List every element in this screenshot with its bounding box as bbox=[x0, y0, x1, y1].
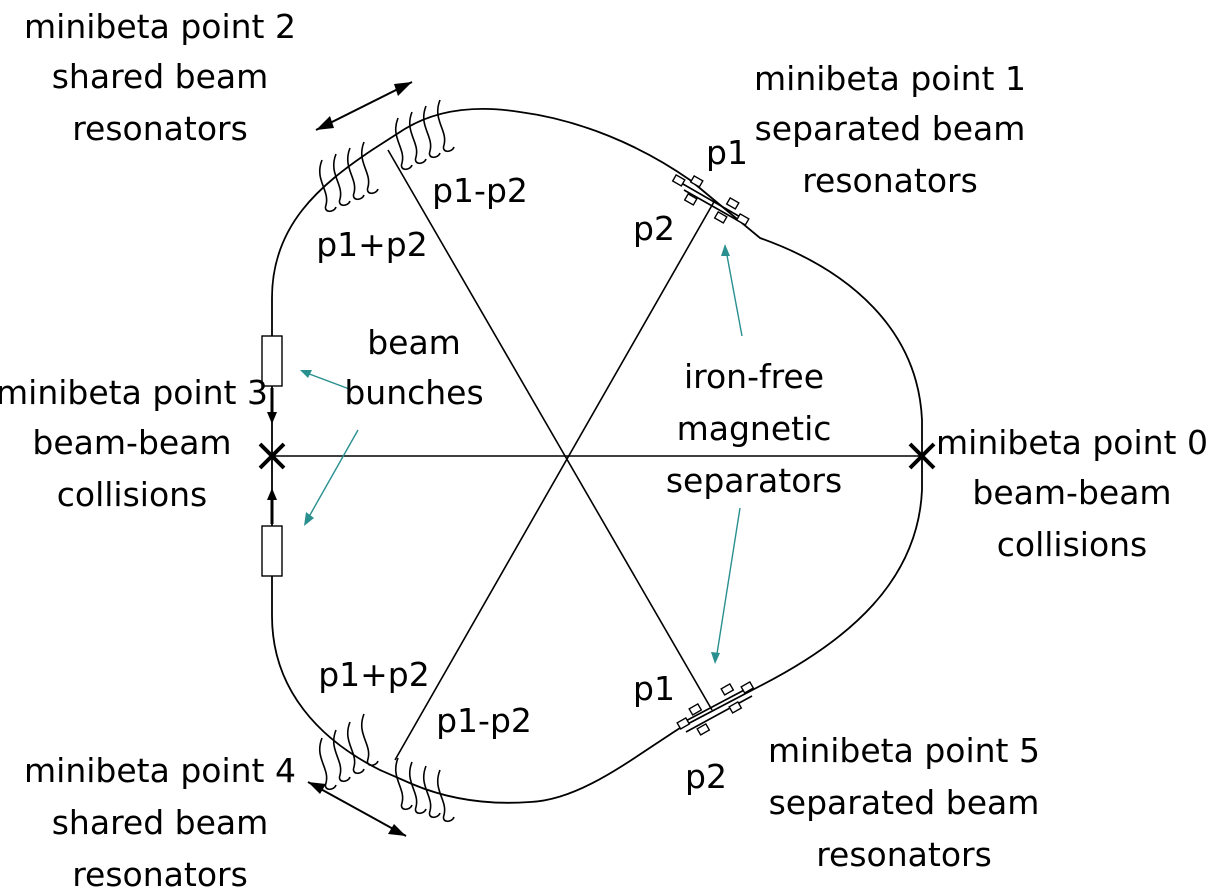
sep-line-2: magnetic bbox=[677, 409, 832, 448]
mp3-line-3: collisions bbox=[57, 475, 208, 514]
mp4-line-2: shared beam bbox=[52, 803, 269, 842]
resonator-coils-point-2 bbox=[319, 99, 455, 213]
mp0-line-2: beam-beam bbox=[972, 473, 1171, 512]
label-beam-bunches: beam bunches bbox=[344, 323, 483, 412]
label-iron-free-separators: iron-free magnetic separators bbox=[666, 357, 842, 500]
mp2-line-3: resonators bbox=[72, 109, 248, 148]
beam-bunch-upper bbox=[261, 335, 283, 387]
double-arrow-point-2 bbox=[315, 81, 413, 131]
mp5-line-1: minibeta point 5 bbox=[768, 731, 1040, 770]
mp1-line-1: minibeta point 1 bbox=[754, 59, 1026, 98]
mp1-line-2: separated beam bbox=[755, 109, 1026, 148]
label-p1-bottom: p1 bbox=[633, 669, 675, 708]
bunches-line-1: beam bbox=[367, 323, 461, 362]
mp0-line-1: minibeta point 0 bbox=[936, 423, 1208, 462]
label-minibeta-point-4: minibeta point 4 shared beam resonators bbox=[24, 751, 296, 894]
label-minibeta-point-5: minibeta point 5 separated beam resonato… bbox=[768, 731, 1040, 874]
beam-bunch-lower bbox=[261, 525, 283, 577]
double-arrow-point-4 bbox=[307, 781, 407, 837]
pointer-separator-upper bbox=[721, 244, 743, 337]
sep-line-1: iron-free bbox=[684, 357, 824, 396]
spoke-1-4 bbox=[394, 199, 716, 761]
pointer-beam-bunches-upper bbox=[300, 370, 353, 391]
spoke-2-5 bbox=[387, 149, 713, 711]
resonator-coils-point-4 bbox=[319, 713, 455, 823]
label-minibeta-point-0: minibeta point 0 beam-beam collisions bbox=[936, 423, 1208, 564]
magnetic-separator-point-1 bbox=[671, 173, 750, 226]
mp5-line-3: resonators bbox=[816, 835, 992, 874]
mp2-line-1: minibeta point 2 bbox=[24, 7, 296, 46]
label-minibeta-point-1: minibeta point 1 separated beam resonato… bbox=[754, 59, 1026, 200]
collision-mark-point-0 bbox=[908, 442, 936, 470]
label-p1m2-top: p1-p2 bbox=[432, 171, 528, 210]
label-p1m2-bottom: p1-p2 bbox=[436, 701, 532, 740]
mp4-line-3: resonators bbox=[72, 855, 248, 894]
mp0-line-3: collisions bbox=[997, 525, 1148, 564]
bunch-arrowhead-lower bbox=[267, 488, 277, 500]
sep-line-3: separators bbox=[666, 461, 842, 500]
label-p2-bottom: p2 bbox=[685, 757, 727, 796]
collision-mark-point-3 bbox=[258, 442, 286, 470]
label-p1p2-top: p1+p2 bbox=[316, 225, 428, 264]
mp2-line-2: shared beam bbox=[52, 57, 269, 96]
bunch-arrowhead-upper bbox=[267, 412, 277, 424]
label-minibeta-point-3: minibeta point 3 beam-beam collisions bbox=[0, 373, 268, 514]
mp5-line-2: separated beam bbox=[769, 783, 1040, 822]
bunches-line-2: bunches bbox=[344, 373, 483, 412]
label-p2-top: p2 bbox=[633, 209, 675, 248]
magnetic-separator-point-5 bbox=[676, 680, 755, 736]
mp3-line-1: minibeta point 3 bbox=[0, 373, 268, 412]
mp1-line-3: resonators bbox=[802, 161, 978, 200]
label-p1-top: p1 bbox=[706, 133, 748, 172]
label-minibeta-point-2: minibeta point 2 shared beam resonators bbox=[24, 7, 296, 148]
mp4-line-1: minibeta point 4 bbox=[24, 751, 296, 790]
mp3-line-2: beam-beam bbox=[32, 423, 231, 462]
pointer-beam-bunches-lower bbox=[304, 429, 359, 526]
label-p1p2-bottom: p1+p2 bbox=[318, 655, 430, 694]
pointer-separator-lower bbox=[711, 507, 741, 664]
